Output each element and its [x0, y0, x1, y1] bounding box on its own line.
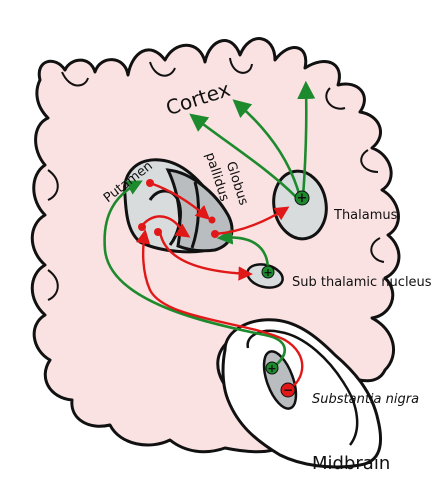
label-midbrain: Midbrain	[312, 453, 390, 474]
midbrain-region	[221, 318, 383, 469]
stn-plus-sign: +	[263, 266, 272, 279]
thalamus-plus-sign: +	[297, 191, 308, 206]
sn-plus-sign: +	[267, 362, 276, 375]
label-thalamus: Thalamus	[333, 208, 398, 223]
sn-minus-sign: −	[283, 383, 293, 397]
excitatory-pathways	[103, 80, 316, 370]
label-substantia-nigra: Substantia nigra	[312, 392, 419, 407]
inhibitory-pathways	[136, 181, 304, 392]
label-subthalamic-nucleus: Sub thalamic nucleus	[292, 275, 432, 290]
